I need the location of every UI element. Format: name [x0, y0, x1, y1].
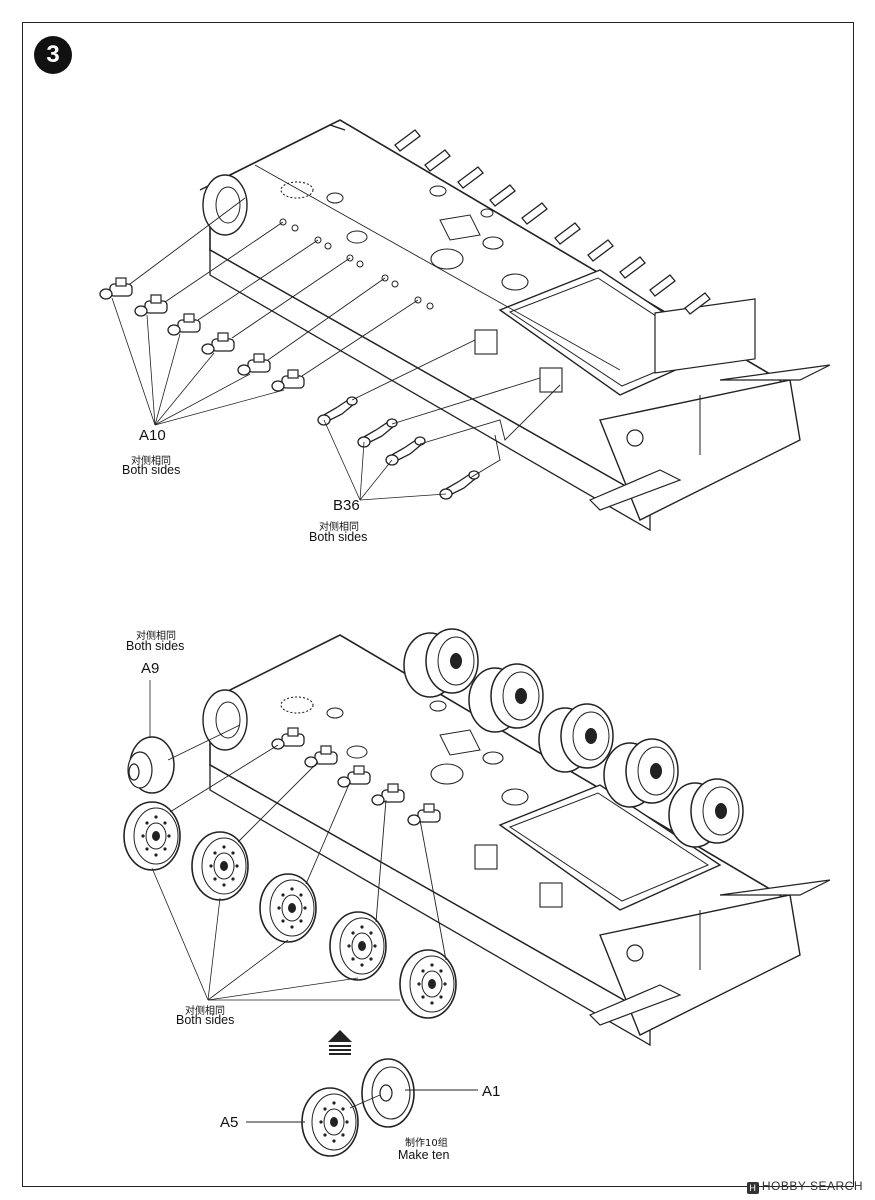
part-note-a10-en: Both sides — [122, 463, 181, 477]
bottom-hull-assembly — [123, 628, 831, 1047]
wheels-note-en: Both sides — [176, 1013, 235, 1027]
make-ten-cn: 制作10组 — [405, 1138, 448, 1149]
top-hull-assembly — [99, 119, 831, 532]
wheels-note-cn: 对侧相同 — [185, 1006, 225, 1017]
part-label-a5: A5 — [220, 1114, 239, 1131]
part-note-b36-cn: 对侧相同 — [319, 522, 359, 533]
part-note-a9-cn: 对侧相同 — [136, 631, 176, 642]
hobbysearch-logo-icon: H — [746, 1182, 759, 1194]
make-ten-en: Make ten — [398, 1148, 450, 1162]
part-label-a9: A9 — [141, 660, 160, 677]
up-arrow-icon — [328, 1030, 352, 1055]
part-note-b36-en: Both sides — [309, 530, 368, 544]
part-label-b36: B36 — [333, 497, 360, 514]
wheel-subassembly — [246, 1030, 478, 1157]
part-note-a9-en: Both sides — [126, 639, 185, 653]
step-number-badge: 3 — [34, 36, 72, 74]
part-label-a1: A1 — [482, 1083, 501, 1100]
part-note-a10-cn: 对侧相同 — [131, 456, 171, 467]
part-label-a10: A10 — [139, 427, 166, 444]
page-frame — [22, 22, 854, 1187]
watermark-text: HOBBY SEARCH — [761, 1179, 863, 1193]
idler-a9 — [127, 736, 175, 794]
